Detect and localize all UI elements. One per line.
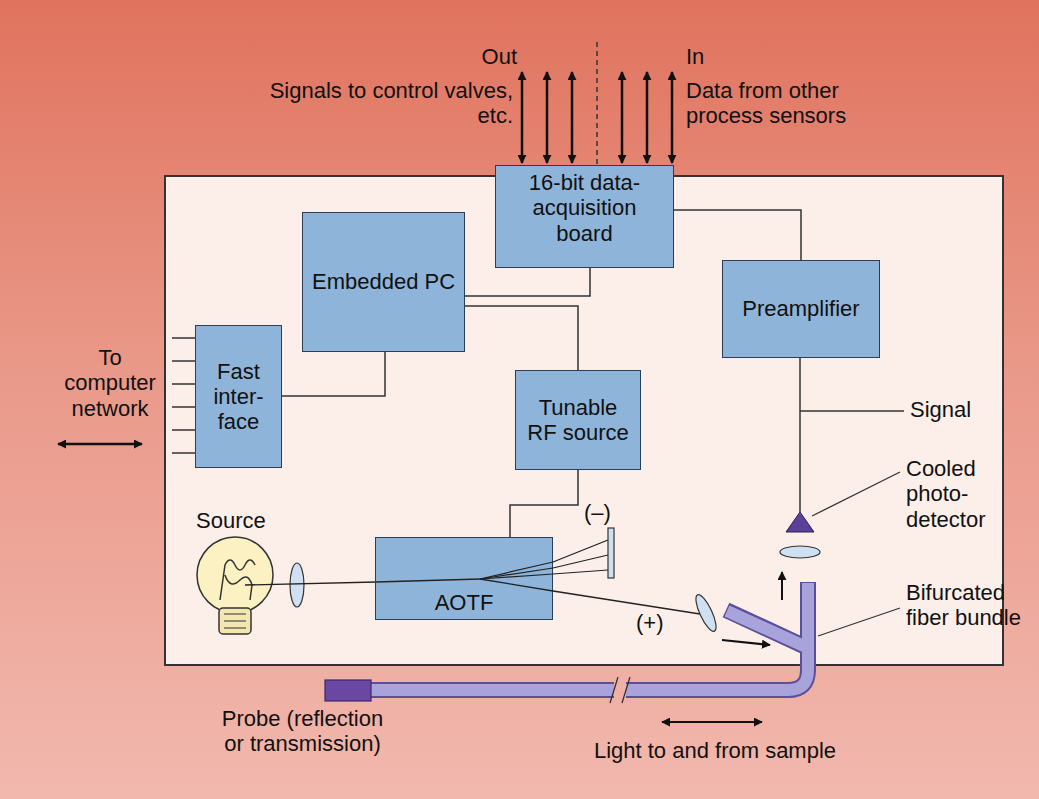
filter-box: AOTF	[375, 537, 553, 620]
beam	[553, 540, 608, 562]
signal-label: Signal	[910, 397, 1020, 422]
leader-line	[812, 472, 900, 516]
photodetector-symbol	[786, 512, 814, 532]
box-text: Embedded PC	[306, 265, 461, 298]
box-text: 16-bit data-acquisition board	[496, 166, 673, 250]
probe	[325, 680, 371, 701]
leader-line	[818, 608, 900, 636]
signal-wire	[799, 358, 801, 512]
lamp-symbol	[197, 537, 273, 634]
computer-box: Embedded PC	[302, 212, 465, 352]
part-label: Source	[196, 508, 286, 533]
part-label: Probe (reflection or transmission)	[220, 706, 385, 757]
box-text: Fast inter- face	[196, 355, 281, 439]
part-label: Bifurcated fiber bundle	[906, 580, 1031, 631]
beam	[553, 555, 608, 568]
amplifier-box: Preamplifier	[722, 260, 880, 358]
network-arrow	[58, 443, 142, 446]
beam	[553, 570, 608, 574]
board-box: 16-bit data-acquisition board	[495, 165, 674, 268]
io-label: Data from other process sensors	[686, 78, 886, 129]
leader-line	[800, 410, 904, 411]
interface-box: Fast inter- face	[195, 325, 282, 468]
divider-dashed	[596, 42, 598, 164]
rf-source-box: Tunable RF source	[515, 370, 641, 470]
connector-wire	[510, 470, 578, 537]
caption-label: Light to and from sample	[560, 738, 870, 763]
fiber-bundle	[370, 582, 808, 703]
order-label: (+)	[636, 610, 676, 635]
beam-stop	[608, 528, 614, 578]
lens	[780, 546, 820, 558]
connector-wire	[674, 210, 801, 260]
beam	[553, 591, 700, 614]
beam	[245, 582, 376, 585]
lens	[290, 563, 304, 607]
box-text: Preamplifier	[736, 292, 865, 325]
sample-arrow	[662, 721, 762, 723]
io-label: Signals to control valves, etc.	[268, 78, 513, 129]
box-text: AOTF	[429, 586, 500, 619]
connector-wire	[465, 306, 578, 370]
io-label: In	[686, 44, 746, 69]
lens	[692, 592, 720, 633]
network-label: To computer network	[52, 345, 168, 421]
box-text: Tunable RF source	[516, 391, 640, 450]
part-label: Cooled photo- detector	[906, 456, 1026, 532]
connector-wire	[282, 352, 385, 396]
io-label: Out	[455, 44, 517, 69]
network-wires	[172, 338, 196, 453]
light-arrow	[722, 640, 770, 645]
connector-wire	[465, 268, 590, 296]
light-arrow	[781, 572, 783, 600]
order-label: (–)	[584, 500, 624, 525]
